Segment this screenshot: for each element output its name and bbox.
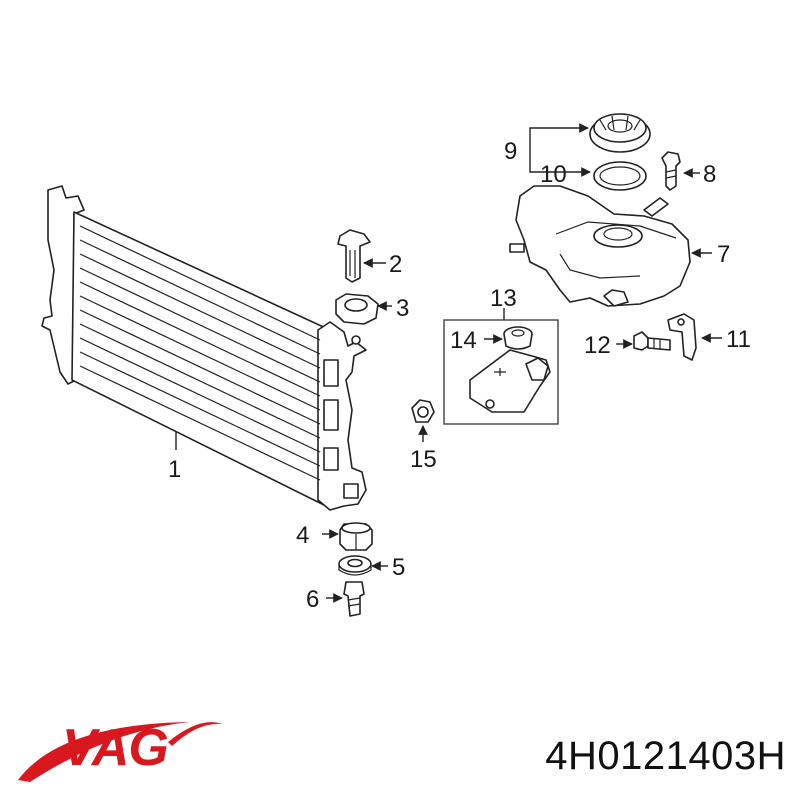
- mounting-bracket: [667, 313, 697, 361]
- kit-box: [443, 319, 559, 425]
- callout-3: 3: [396, 295, 409, 322]
- bracket-with-grommet: [469, 349, 551, 413]
- leader-9: [529, 123, 589, 150]
- nut: [411, 399, 435, 423]
- callout-1: 1: [168, 456, 181, 483]
- radiator: [41, 185, 367, 511]
- seal-ring: [593, 161, 647, 191]
- bolt: [343, 581, 365, 617]
- callout-7: 7: [717, 241, 730, 268]
- callout-2: 2: [389, 251, 402, 278]
- callout-8: 8: [703, 161, 716, 188]
- part-number: 4H0121403H: [545, 734, 786, 778]
- screw: [661, 151, 681, 191]
- washer: [338, 555, 372, 576]
- vag-logo: VAG: [18, 719, 222, 782]
- filler-cap: [589, 113, 651, 153]
- logo-swoosh: [18, 722, 190, 782]
- callout-15: 15: [410, 446, 437, 473]
- callout-5: 5: [392, 554, 405, 581]
- grommet: [503, 326, 533, 350]
- tank-bolt: [633, 331, 671, 351]
- leader-10: [529, 150, 591, 177]
- rubber-mount: [335, 293, 379, 325]
- callout-6: 6: [306, 586, 319, 613]
- expansion-tank: [509, 185, 691, 307]
- callout-11: 11: [726, 326, 751, 353]
- logo-text: VAG: [62, 719, 168, 777]
- callout-4: 4: [296, 522, 309, 549]
- lower-mount: [339, 522, 373, 551]
- callout-12: 12: [584, 332, 611, 359]
- callout-14: 14: [450, 327, 477, 354]
- logo-swoosh-tail: [168, 722, 222, 746]
- callout-13: 13: [490, 285, 517, 312]
- callout-10: 10: [540, 161, 567, 188]
- clip-part: [337, 229, 371, 283]
- callout-9: 9: [504, 138, 517, 165]
